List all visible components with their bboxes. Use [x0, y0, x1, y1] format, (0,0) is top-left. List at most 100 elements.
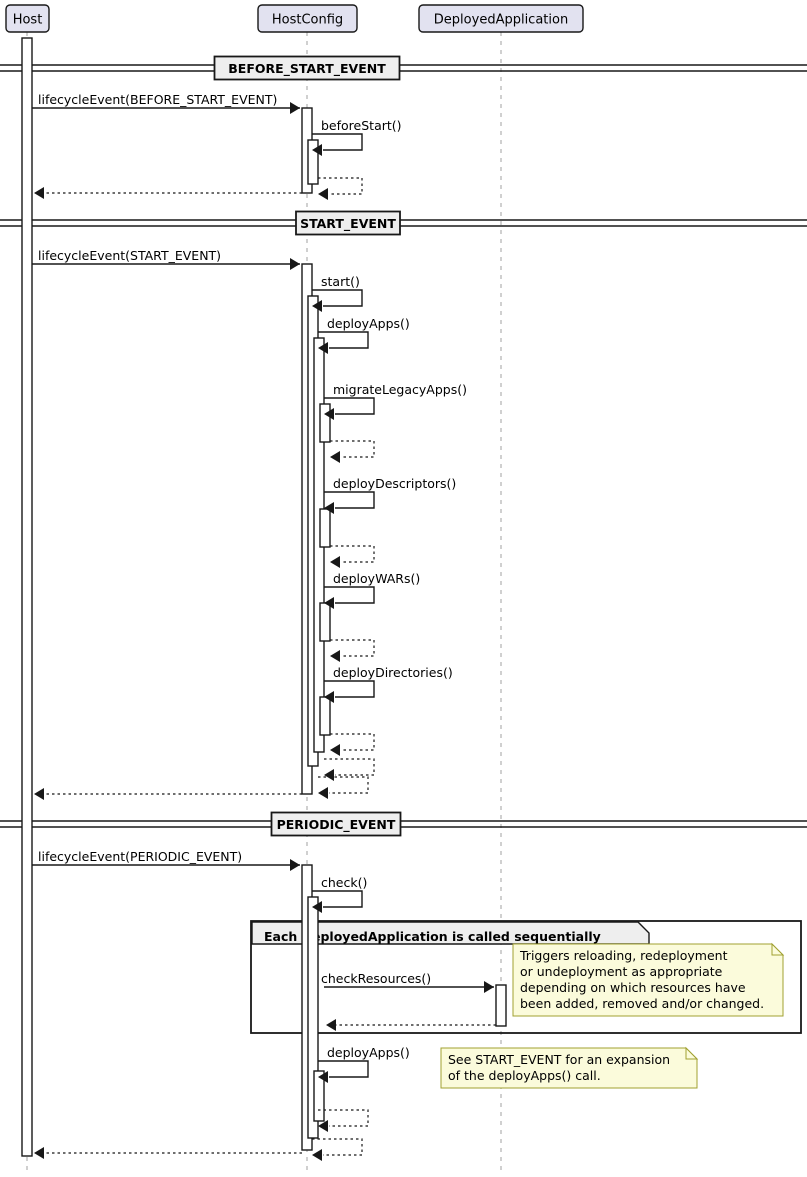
arrowhead-checkresources-return	[326, 1019, 336, 1031]
message-migratelegacyapps-self: migrateLegacyApps()	[324, 382, 467, 420]
message-label-checkresources: checkResources()	[321, 971, 431, 986]
arrowhead-migratelegacyapps-self	[324, 408, 334, 420]
message-label-lifecycle-before-start: lifecycleEvent(BEFORE_START_EVENT)	[38, 92, 277, 107]
message-checkresources-return	[326, 1019, 496, 1031]
divider-box-1	[295, 210, 401, 236]
message-path-migratelegacyapps-self	[324, 397, 375, 415]
arrowhead-lifecycle-periodic	[290, 859, 300, 871]
message-path-before-start-self	[312, 133, 363, 151]
each-deployedapplication-group: Each DeployedApplication is called seque…	[250, 920, 802, 1034]
activation-hostconfig-before-start-self	[307, 139, 319, 185]
arrowhead-deploydirectories-return	[330, 744, 340, 756]
activation-hostconfig-migratelegacy	[319, 403, 331, 443]
participant-host[interactable]: Host	[5, 4, 50, 33]
arrowhead-periodic-check-return	[312, 1149, 322, 1161]
message-label-lifecycle-start: lifecycleEvent(START_EVENT)	[38, 248, 221, 263]
message-before-start-self: beforeStart()	[312, 118, 402, 156]
checkresources-note-line-2: depending on which resources have	[520, 980, 746, 995]
arrowhead-deploydescriptors-return	[330, 556, 340, 568]
message-path-deploywars-return	[330, 639, 375, 657]
groups-layer: Each DeployedApplication is called seque…	[250, 920, 802, 1034]
each-deployedapplication-group-box	[250, 920, 802, 1034]
message-path-deploydescriptors-return	[330, 545, 375, 563]
participant-label-host: Host	[13, 13, 43, 28]
message-start-self-return	[318, 776, 369, 799]
message-path-deploydirectories-return	[330, 733, 375, 751]
divider-box-0	[213, 55, 401, 81]
message-before-start-self-return	[318, 177, 363, 200]
divider-label-1: START_EVENT	[300, 216, 396, 232]
message-periodic-return	[34, 1147, 302, 1159]
activation-hostconfig-deploydescriptors	[319, 508, 331, 548]
message-label-migratelegacyapps-self: migrateLegacyApps()	[333, 382, 467, 397]
deployapps-note-line-0: See START_EVENT for an expansion	[448, 1052, 670, 1067]
message-path-deploydescriptors-self	[324, 491, 375, 509]
message-label-deploydirectories-self: deployDirectories()	[333, 665, 453, 680]
message-deploydirectories-self: deployDirectories()	[324, 665, 453, 703]
dividers-layer: BEFORE_START_EVENT START_EVENT PERIODIC_EV…	[0, 55, 807, 837]
arrowhead-checkresources	[484, 981, 494, 993]
message-path-deploydirectories-self	[324, 680, 375, 698]
arrowhead-migratelegacyapps-return	[330, 451, 340, 463]
each-deployedapplication-group-label: Each DeployedApplication is called seque…	[264, 929, 601, 944]
message-lifecycle-periodic: lifecycleEvent(PERIODIC_EVENT)	[32, 849, 300, 871]
activation-hostconfig-check-self	[307, 896, 319, 1139]
arrowhead-start-self-return	[318, 787, 328, 799]
checkresources-note-fold-corner	[771, 942, 785, 956]
message-label-deployapps-self: deployApps()	[327, 316, 410, 331]
message-label-lifecycle-periodic: lifecycleEvent(PERIODIC_EVENT)	[38, 849, 242, 864]
checkresources-note-line-1: or undeployment as appropriate	[520, 964, 723, 979]
checkresources-note-line-3: been added, removed and/or changed.	[520, 996, 764, 1011]
participant-hostconfig[interactable]: HostConfig	[257, 4, 358, 33]
message-deploydirectories-return	[330, 733, 375, 756]
message-lifecycle-start: lifecycleEvent(START_EVENT)	[32, 248, 300, 270]
message-label-deploywars-self: deployWARs()	[333, 571, 420, 586]
participant-label-hostconfig: HostConfig	[272, 13, 343, 28]
message-migratelegacyapps-return	[330, 440, 375, 463]
divider-1: START_EVENT	[0, 210, 807, 236]
message-start-return	[34, 788, 302, 800]
divider-label-0: BEFORE_START_EVENT	[228, 61, 386, 77]
arrowhead-before-start-self	[312, 144, 322, 156]
arrowhead-deploywars-return	[330, 650, 340, 662]
message-start-self: start()	[312, 274, 363, 312]
arrowhead-check-self	[312, 901, 322, 913]
message-label-check-self: check()	[321, 875, 367, 890]
message-deploywars-return	[330, 639, 375, 662]
participant-deployedapp[interactable]: DeployedApplication	[418, 4, 584, 33]
arrowhead-deployapps-return	[324, 769, 334, 781]
arrowhead-lifecycle-start	[290, 258, 300, 270]
participant-label-deployedapp: DeployedApplication	[434, 13, 568, 28]
message-deploydescriptors-self: deployDescriptors()	[324, 476, 456, 514]
message-path-deploywars-self	[324, 586, 375, 604]
divider-box-2	[270, 811, 402, 837]
message-deployapps-self: deployApps()	[318, 316, 410, 354]
activation-deployedapp-checkresources	[495, 984, 507, 1027]
participant-box-deployedapp	[418, 4, 584, 33]
message-path-check-self	[312, 890, 363, 908]
message-periodic-check-return	[312, 1138, 363, 1161]
checkresources-note-body	[512, 943, 784, 1017]
message-label-periodic-deployapps-self: deployApps()	[327, 1045, 410, 1060]
arrowhead-before-start-self-return	[318, 188, 328, 200]
activation-hostconfig-deploywars	[319, 602, 331, 642]
message-before-start-return	[34, 187, 302, 199]
divider-2: PERIODIC_EVENT	[0, 811, 807, 837]
participant-box-host	[5, 4, 50, 33]
each-deployedapplication-group-tab	[251, 921, 650, 945]
arrowhead-start-return	[34, 788, 44, 800]
arrowhead-periodic-deployapps-return	[318, 1120, 328, 1132]
arrowhead-deploydirectories-self	[324, 691, 334, 703]
message-periodic-deployapps-self: deployApps()	[318, 1045, 410, 1083]
arrowhead-periodic-deployapps-self	[318, 1071, 328, 1083]
activation-hostconfig-periodic-deployapps	[313, 1070, 325, 1122]
messages-layer: lifecycleEvent(BEFORE_START_EVENT)before…	[32, 92, 496, 1161]
message-periodic-deployapps-return	[318, 1109, 369, 1132]
message-path-deployapps-self	[318, 331, 369, 349]
activations-layer	[21, 37, 507, 1157]
arrowhead-deploydescriptors-self	[324, 502, 334, 514]
message-deploywars-self: deployWARs()	[324, 571, 420, 609]
